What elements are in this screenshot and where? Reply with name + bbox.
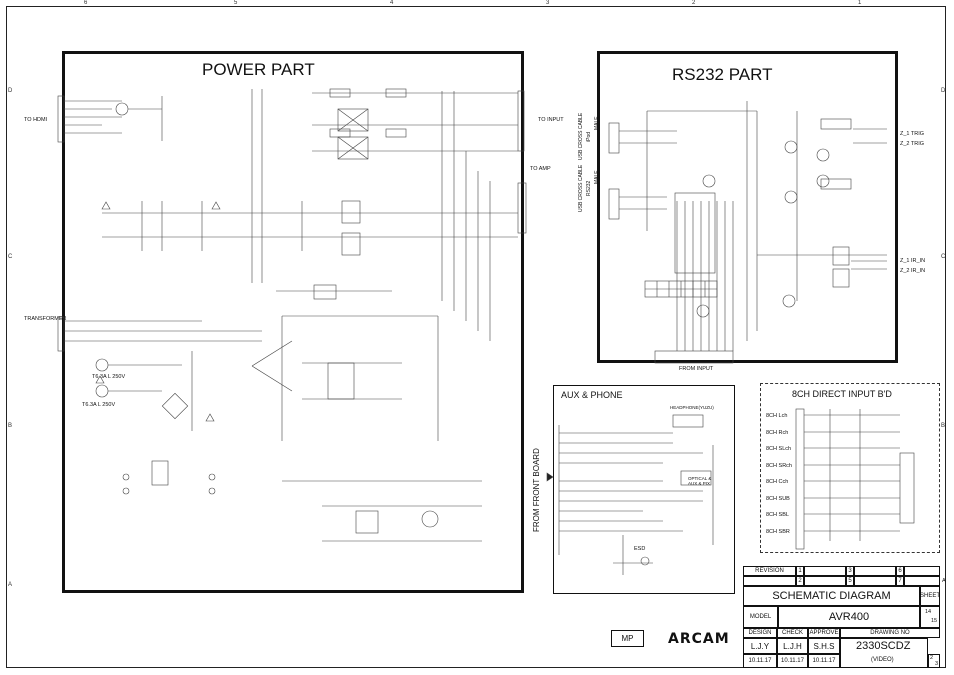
revision-number: 1	[796, 566, 804, 576]
revision-cell	[854, 566, 896, 576]
aux-phone-block	[553, 385, 735, 594]
drawing-no-label: DRAWING NO	[840, 628, 940, 638]
to-amp-label: TO AMP	[530, 166, 551, 172]
aux-phone-title: AUX & PHONE	[561, 390, 623, 400]
esd-label: ESD	[634, 546, 646, 552]
sheet-number: 14	[925, 609, 932, 615]
zone-letter: D	[8, 88, 13, 94]
zone-letter: A	[8, 582, 13, 588]
revision-cell	[904, 566, 940, 576]
zone-number: 3	[546, 0, 550, 6]
revision-cell	[854, 576, 896, 586]
revision-number: 2	[796, 576, 804, 586]
power-part-title: POWER PART	[202, 60, 315, 79]
z1-ir-label: Z_1 IR_IN	[900, 258, 926, 264]
zone-number: 1	[858, 0, 862, 6]
schematic-diagram-title: SCHEMATIC DIAGRAM	[743, 586, 920, 606]
approve-label: APPROVE	[808, 628, 840, 638]
channel-label: 8CH Cch	[766, 479, 789, 485]
channel-label: 8CH Lch	[766, 413, 788, 419]
drawing-sub: (VIDEO)	[871, 657, 894, 663]
revision-number: 6	[896, 566, 904, 576]
channel-label: 8CH Rch	[766, 430, 789, 436]
rs232-schematic-wiring	[608, 101, 887, 364]
channel-label: 8CH SBL	[766, 512, 789, 518]
page-b: 3	[935, 661, 939, 667]
rs232-part-title: RS232 PART	[672, 65, 773, 84]
to-hdmi-label: TO HDMI	[24, 117, 48, 123]
from-front-board-label: FROM FRONT BOARD	[532, 448, 541, 532]
z2-ir-label: Z_2 IR_IN	[900, 268, 926, 274]
sheet-number-cell	[920, 606, 940, 628]
aux-schematic-wiring	[546, 414, 714, 575]
drawing-frame	[6, 6, 946, 668]
zone-letter: B	[941, 423, 946, 429]
sheet-total: 15	[931, 618, 938, 624]
check-label: CHECK	[777, 628, 808, 638]
drawing-no-cell	[840, 638, 928, 668]
design-value: L.J.Y	[743, 638, 777, 654]
zone-number: 4	[390, 0, 394, 6]
sheet-label: SHEET	[920, 586, 940, 606]
mp-stamp: MP	[611, 630, 644, 647]
revision-cell	[804, 566, 846, 576]
revision-cell	[743, 576, 796, 586]
zone-number: 5	[234, 0, 238, 6]
headphone-label: HEADPHONE(YUZU)	[670, 405, 714, 410]
revision-label: REVISION	[743, 566, 796, 576]
direct-input-title: 8CH DIRECT INPUT B'D	[792, 389, 892, 399]
power-part-block	[62, 51, 524, 593]
power-schematic-wiring	[57, 88, 527, 542]
approve-date: 10.11.17	[808, 654, 840, 668]
transformer-label: TRANSFORMER	[24, 316, 67, 322]
from-input-label: FROM INPUT	[679, 366, 714, 372]
channel-label: 8CH SLch	[766, 446, 792, 452]
zone-number: 6	[84, 0, 88, 6]
channel-label: 8CH SBR	[766, 529, 790, 535]
zone-number: 2	[692, 0, 696, 6]
page-cell	[928, 654, 940, 668]
revision-letter: A	[942, 578, 946, 584]
zone-letter: B	[8, 423, 13, 429]
model-value: AVR400	[778, 606, 920, 628]
to-input-label: TO INPUT	[538, 117, 564, 123]
direct-schematic-wiring	[795, 408, 915, 550]
zone-letter: D	[941, 88, 946, 94]
fuse-label: T6.3A L 250V	[92, 374, 126, 380]
arcam-logo: ARCAM	[668, 631, 730, 647]
zone-letter: C	[941, 254, 946, 260]
design-label: DESIGN	[743, 628, 777, 638]
z1-trig-label: Z_1 TRIG	[900, 131, 925, 137]
check-date: 10.11.17	[777, 654, 808, 668]
direct-input-block	[760, 383, 940, 553]
zone-letter: C	[8, 254, 13, 260]
channel-label: 8CH SRch	[766, 463, 792, 469]
model-label: MODEL	[743, 606, 778, 628]
revision-number: 5	[846, 576, 854, 586]
revision-number: 7	[896, 576, 904, 586]
revision-cell	[804, 576, 846, 586]
channel-label: 8CH SUB	[766, 496, 790, 502]
approve-value: S.H.S	[808, 638, 840, 654]
revision-number: 3	[846, 566, 854, 576]
drawing-no-value: 2330SCDZ	[856, 640, 911, 652]
rs232-connector-label: RS232	[586, 180, 592, 196]
page-a: 2	[930, 655, 934, 661]
z2-trig-label: Z_2 TRIG	[900, 141, 925, 147]
revision-cell	[904, 576, 940, 586]
usb-cable-label: USB CROSS CABLE	[578, 112, 584, 160]
usb-cable-label: USB CROSS CABLE	[578, 164, 584, 212]
fuse-label: T6.3A L 250V	[82, 402, 116, 408]
check-value: L.J.H	[777, 638, 808, 654]
design-date: 10.11.17	[743, 654, 777, 668]
ipod-label: iPod	[586, 131, 592, 142]
optical-label: OPTICAL & AUX & PIX	[688, 476, 712, 486]
